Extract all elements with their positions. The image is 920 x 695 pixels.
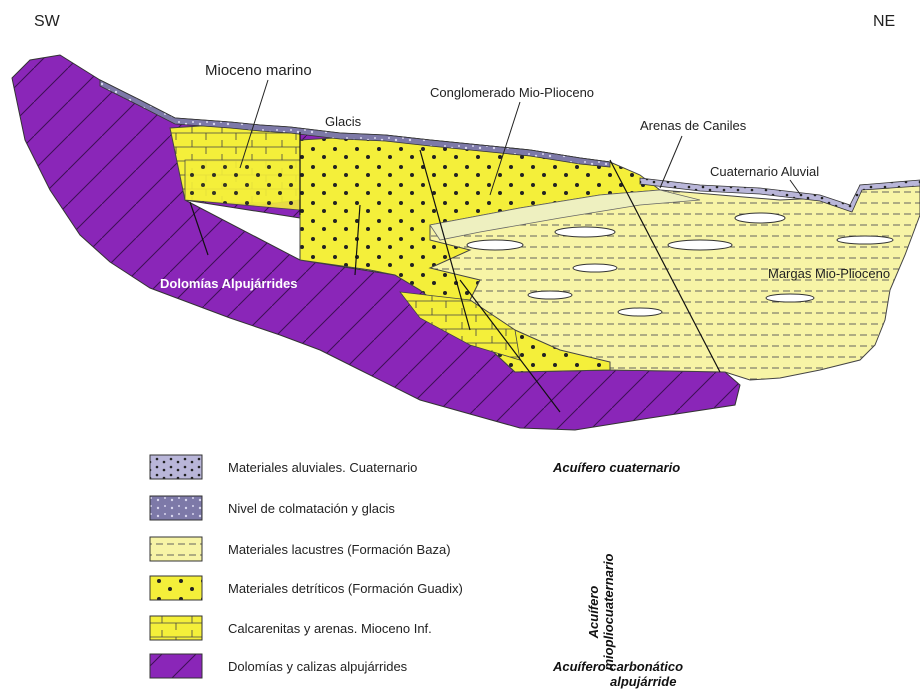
- label-cuaternario-aluvial: Cuaternario Aluvial: [710, 164, 819, 179]
- legend-label-detrital: Materiales detríticos (Formación Guadix): [228, 581, 463, 596]
- legend-label-calcarenite: Calcarenitas y arenas. Mioceno Inf.: [228, 621, 432, 636]
- label-dolomias: Dolomías Alpujárrides: [160, 276, 298, 291]
- aquifer-carbonatico-line2: alpujárride: [610, 674, 676, 689]
- corner-label-ne: NE: [873, 13, 895, 30]
- aquifer-carbonatico-line1: Acuífero carbonático: [552, 659, 683, 674]
- legend-label-glacis: Nivel de colmatación y glacis: [228, 501, 395, 516]
- label-glacis: Glacis: [325, 114, 362, 129]
- legend-label-dolomite: Dolomías y calizas alpujárrides: [228, 659, 408, 674]
- legend-swatch-calcarenite: [150, 616, 202, 640]
- legend-label-lacustrine: Materiales lacustres (Formación Baza): [228, 542, 451, 557]
- label-arenas-caniles: Arenas de Caniles: [640, 118, 747, 133]
- aquifer-miopliocuaternario: Acuífero miopliocuaternario: [586, 553, 616, 670]
- aquifer-mio-line1: Acuífero: [586, 586, 601, 640]
- legend-label-alluvial: Materiales aluviales. Cuaternario: [228, 460, 417, 475]
- label-margas: Margas Mio-Plioceno: [768, 266, 890, 281]
- legend: Materiales aluviales. Cuaternario Nivel …: [150, 455, 683, 689]
- aquifer-cuaternario: Acuífero cuaternario: [552, 460, 680, 475]
- legend-swatch-alluvial: [150, 455, 202, 479]
- legend-swatch-detrital: [150, 576, 202, 600]
- legend-swatch-glacis: [150, 496, 202, 520]
- leader-arenas: [660, 136, 682, 188]
- legend-swatch-lacustrine: [150, 537, 202, 561]
- label-conglomerado: Conglomerado Mio-Plioceno: [430, 85, 594, 100]
- legend-swatch-dolomite: [150, 654, 202, 678]
- label-mioceno-marino: Mioceno marino: [205, 62, 312, 79]
- corner-label-sw: SW: [34, 13, 61, 30]
- aquifer-mio-line2: miopliocuaternario: [601, 553, 616, 670]
